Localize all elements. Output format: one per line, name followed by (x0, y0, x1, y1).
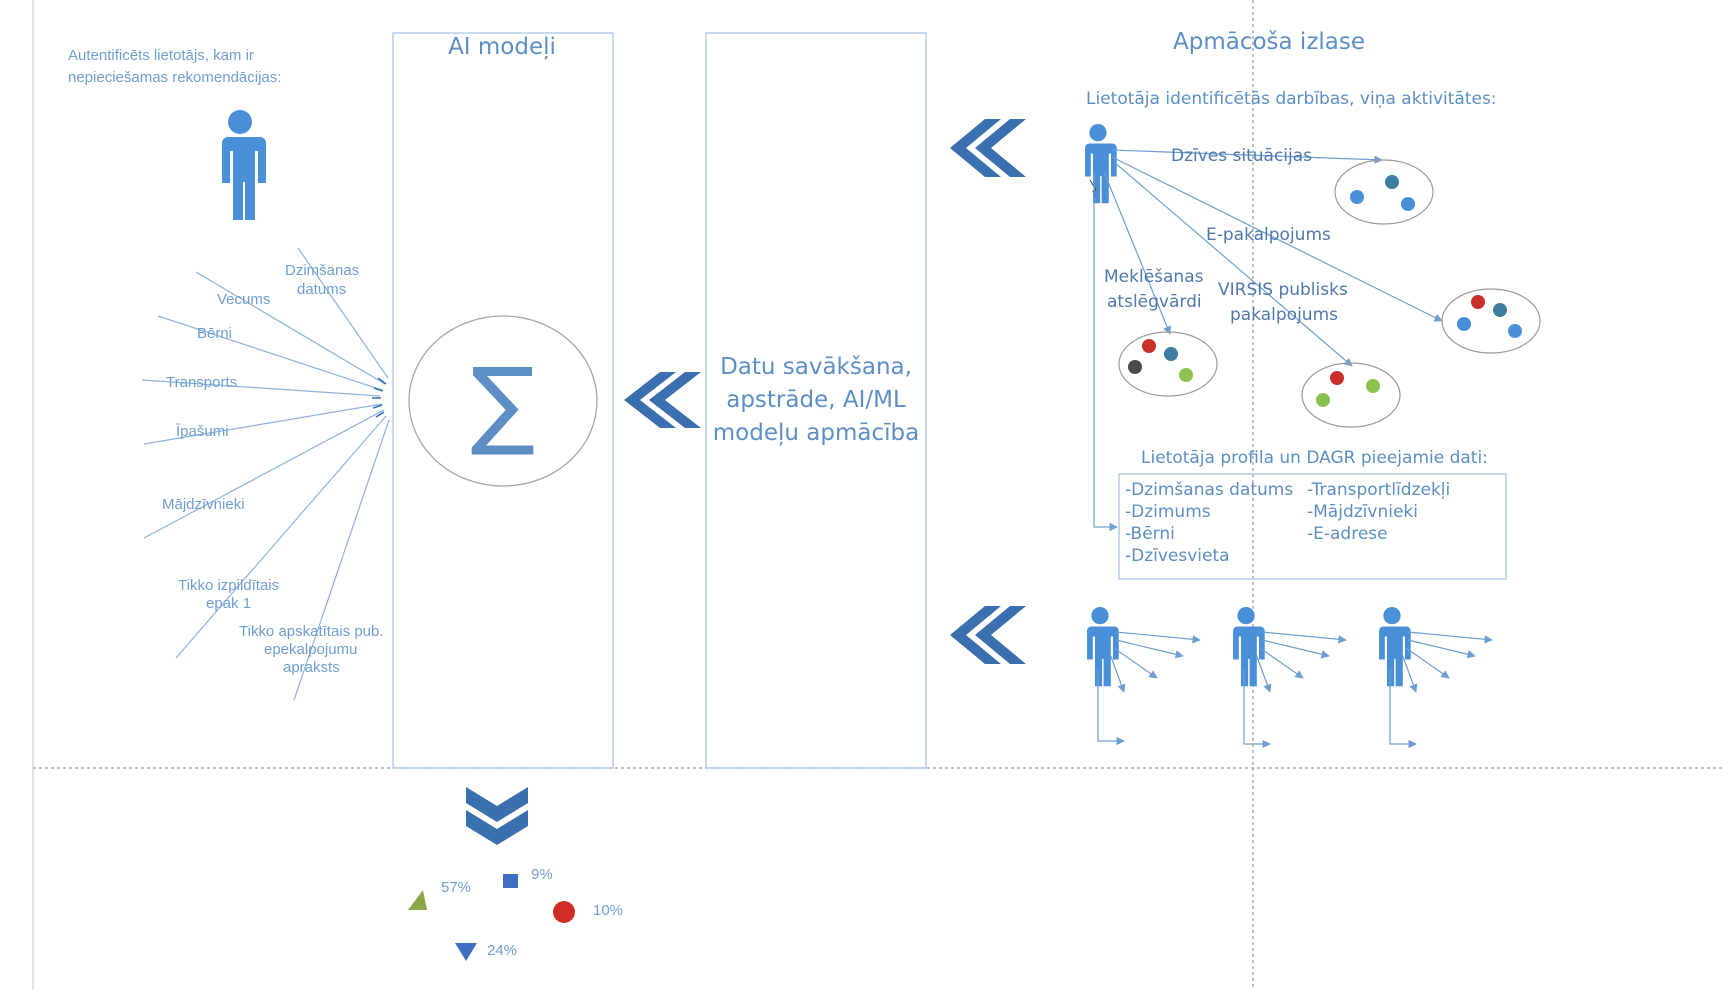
feature-children: Bērni (197, 325, 232, 342)
cluster-search (1118, 331, 1218, 397)
feature-recent-viewed-3: apraksts (283, 659, 340, 676)
double-chevron-upper-icon (950, 119, 1026, 177)
training-subtitle: Lietotāja identificētās darbības, viņa a… (1086, 89, 1497, 109)
user-group-3 (1377, 607, 1493, 749)
profile-right-0: -Transportlīdzekļi (1307, 480, 1450, 500)
feature-dob-2: datums (297, 281, 346, 298)
activity-arrows (1093, 149, 1443, 532)
double-chevron-left-icon (624, 372, 701, 428)
label-search-1: Meklēšanas (1104, 267, 1204, 287)
profile-title: Lietotāja profila un DAGR pieejamie dati… (1141, 448, 1488, 468)
profile-right-1: -Mājdzīvnieki (1307, 502, 1418, 522)
ai-models-panel (392, 32, 614, 769)
square-pct: 9% (531, 866, 553, 883)
feature-property: Īpašumi (176, 423, 229, 440)
feature-pets: Mājdzīvnieki (162, 496, 245, 513)
training-title: Apmācoša izlase (1173, 29, 1365, 55)
model-circle (408, 315, 598, 487)
feature-recent-epak-2: epak 1 (206, 595, 251, 612)
double-chevron-lower-icon (950, 606, 1026, 664)
label-life-situations: Dzīves situācijas (1171, 146, 1312, 166)
user-caption-line-2: nepieciešamas rekomendācijas: (68, 69, 281, 86)
data-panel-line-1: Datu savākšana, (720, 354, 912, 380)
data-panel-line-3: modeļu apmācība (713, 420, 919, 446)
label-search-2: atslēgvārdi (1107, 292, 1202, 312)
data-panel-line-2: apstrāde, AI/ML (726, 387, 906, 413)
square-shape (503, 874, 518, 888)
profile-left-1: -Dzimums (1125, 502, 1211, 522)
user-icon (1231, 607, 1265, 687)
cluster-virsis (1301, 362, 1401, 428)
label-virsis-1: VIRSIS publisks (1218, 280, 1348, 300)
feature-dob-1: Dzimšanas (285, 262, 359, 279)
user-icon (1085, 607, 1119, 687)
sigma-icon: ∑ (471, 347, 536, 459)
cluster-e-service (1441, 288, 1541, 354)
user-caption-line-1: Autentificēts lietotājs, kam ir (68, 47, 254, 64)
feature-recent-viewed-2: epekalpojumu (264, 641, 357, 658)
user-group-1 (1085, 607, 1201, 746)
profile-left-3: -Dzīvesvieta (1125, 546, 1230, 566)
user-group-2 (1231, 607, 1347, 749)
label-e-service: E-pakalpojums (1206, 225, 1331, 245)
triangle-shape (408, 890, 427, 910)
feature-recent-epak-1: Tikko izpildītais (178, 577, 279, 594)
circle-shape (553, 901, 575, 923)
feature-lines (141, 247, 390, 701)
down-triangle-shape (455, 943, 477, 961)
ai-models-title: AI modeļi (448, 34, 556, 60)
user-icon (1377, 607, 1411, 687)
down-triangle-pct: 24% (487, 942, 517, 959)
profile-left-2: -Bērni (1125, 524, 1175, 544)
double-chevron-down-icon (466, 787, 528, 845)
triangle-pct: 57% (441, 879, 471, 896)
profile-right-2: -E-adrese (1307, 524, 1388, 544)
profile-left-0: -Dzimšanas datums (1125, 480, 1293, 500)
data-collection-panel (705, 32, 927, 769)
feature-age: Vecums (217, 291, 270, 308)
circle-pct: 10% (593, 902, 623, 919)
profile-box (1118, 473, 1507, 580)
cluster-life-situations (1334, 159, 1434, 225)
feature-recent-viewed-1: Tikko apskatītais pub. (239, 623, 384, 640)
label-virsis-2: pakalpojums (1230, 305, 1338, 325)
authenticated-user-icon (220, 110, 266, 220)
feature-transport: Transports (166, 374, 237, 391)
